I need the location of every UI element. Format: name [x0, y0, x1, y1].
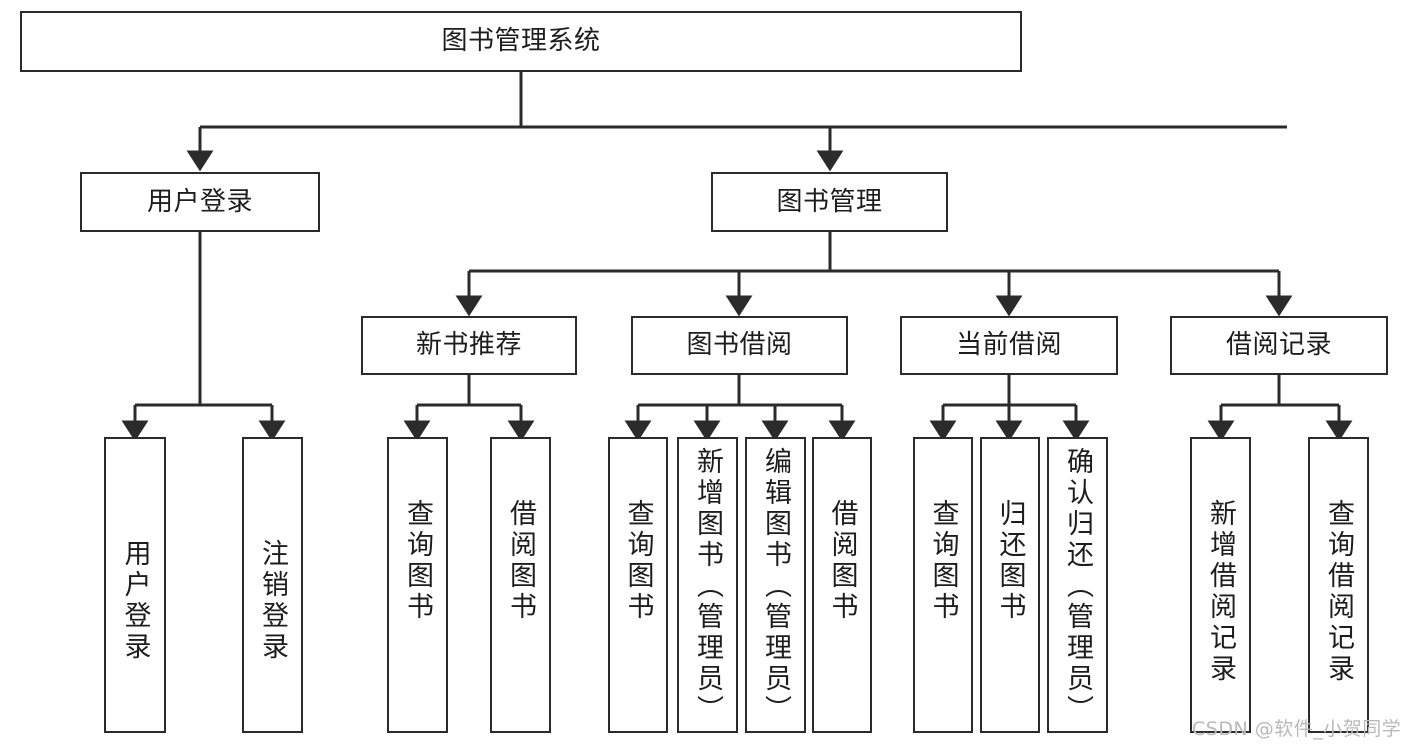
leaf-query-book-3[interactable]: 查询图书: [913, 437, 973, 733]
leaf-query-book-1[interactable]: 查询图书: [387, 437, 448, 733]
node-new-book-rec[interactable]: 新书推荐: [361, 316, 577, 375]
leaf-user-login-label: 用户登录: [119, 539, 151, 663]
node-root[interactable]: 图书管理系统: [20, 11, 1022, 72]
node-current-borrow-label: 当前借阅: [955, 330, 1062, 361]
leaf-logout[interactable]: 注销登录: [242, 437, 303, 733]
node-book-borrow[interactable]: 图书借阅: [631, 316, 848, 375]
node-current-borrow[interactable]: 当前借阅: [900, 316, 1118, 375]
leaf-confirm-return[interactable]: 确认归还（管理员）: [1047, 437, 1108, 733]
node-new-book-rec-label: 新书推荐: [415, 330, 522, 361]
node-user-login[interactable]: 用户登录: [80, 172, 320, 232]
node-borrow-record[interactable]: 借阅记录: [1170, 316, 1388, 375]
leaf-user-login[interactable]: 用户登录: [104, 437, 166, 733]
leaf-add-record[interactable]: 新增借阅记录: [1190, 437, 1251, 733]
node-book-manage[interactable]: 图书管理: [711, 172, 948, 232]
leaf-query-book-2[interactable]: 查询图书: [608, 437, 668, 733]
node-root-label: 图书管理系统: [441, 26, 601, 57]
node-user-login-label: 用户登录: [146, 186, 253, 217]
csdn-watermark: CSDN @软件_小贺同学: [1192, 718, 1402, 740]
leaf-query-record[interactable]: 查询借阅记录: [1308, 437, 1369, 733]
node-book-borrow-label: 图书借阅: [686, 330, 793, 361]
leaf-add-book[interactable]: 新增图书（管理员）: [677, 437, 738, 733]
leaf-borrow-book-1[interactable]: 借阅图书: [490, 437, 551, 733]
leaf-add-record-label: 新增借阅记录: [1205, 499, 1236, 685]
leaf-edit-book[interactable]: 编辑图书（管理员）: [745, 437, 806, 733]
leaf-query-record-label: 查询借阅记录: [1323, 499, 1354, 685]
leaf-query-book-3-label: 查询图书: [927, 499, 959, 623]
leaf-edit-book-label: 编辑图书（管理员）: [760, 447, 791, 726]
node-borrow-record-label: 借阅记录: [1225, 330, 1332, 361]
leaf-query-book-1-label: 查询图书: [402, 499, 433, 623]
leaf-confirm-return-label: 确认归还（管理员）: [1062, 447, 1093, 726]
leaf-add-book-label: 新增图书（管理员）: [692, 447, 723, 726]
leaf-borrow-book-2[interactable]: 借阅图书: [812, 437, 872, 733]
leaf-return-book[interactable]: 归还图书: [980, 437, 1040, 733]
leaf-return-book-label: 归还图书: [994, 499, 1026, 623]
leaf-logout-label: 注销登录: [257, 539, 288, 663]
node-book-manage-label: 图书管理: [776, 186, 883, 217]
leaf-borrow-book-2-label: 借阅图书: [826, 499, 858, 623]
leaf-query-book-2-label: 查询图书: [622, 499, 654, 623]
leaf-borrow-book-1-label: 借阅图书: [505, 499, 536, 623]
